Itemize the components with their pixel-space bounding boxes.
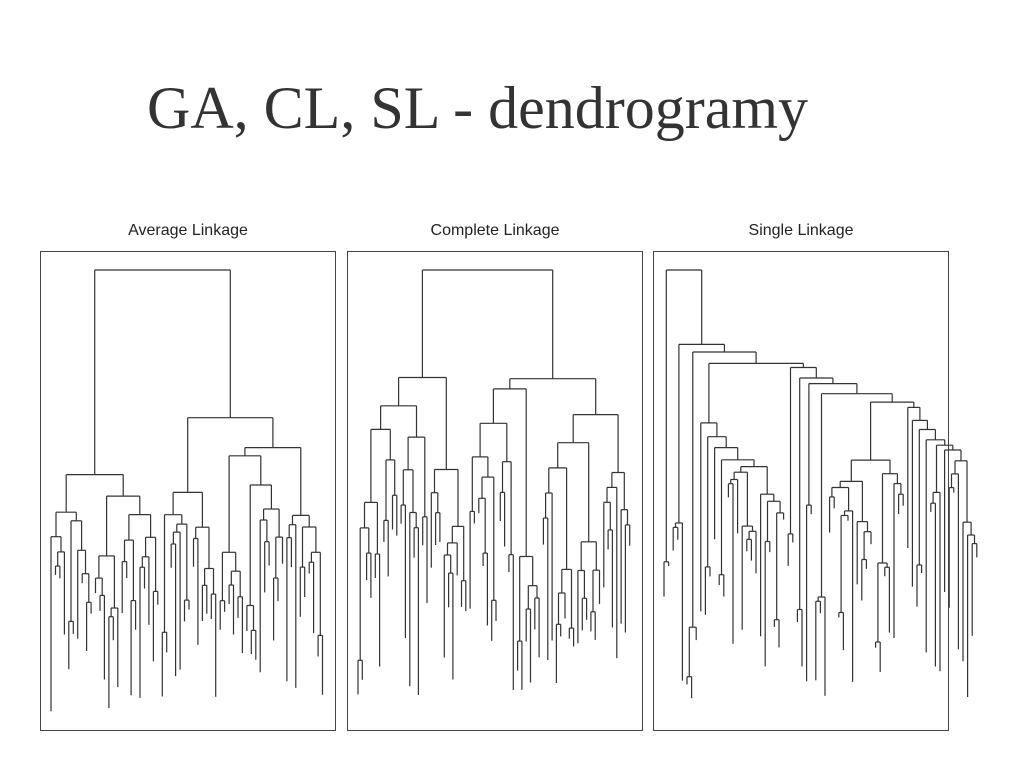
single-linkage-dendrogram bbox=[663, 269, 978, 699]
average-linkage-panel bbox=[40, 251, 336, 731]
average-linkage-title: Average Linkage bbox=[128, 222, 248, 239]
average-linkage-dendrogram bbox=[50, 269, 324, 712]
single-linkage-panel bbox=[653, 251, 978, 731]
single-linkage-title: Single Linkage bbox=[748, 222, 854, 239]
complete-linkage-panel bbox=[347, 251, 643, 731]
complete-linkage-dendrogram bbox=[357, 269, 631, 695]
slide-title: GA, CL, SL - dendrogramy bbox=[147, 75, 808, 141]
complete-linkage-title: Complete Linkage bbox=[430, 222, 560, 239]
